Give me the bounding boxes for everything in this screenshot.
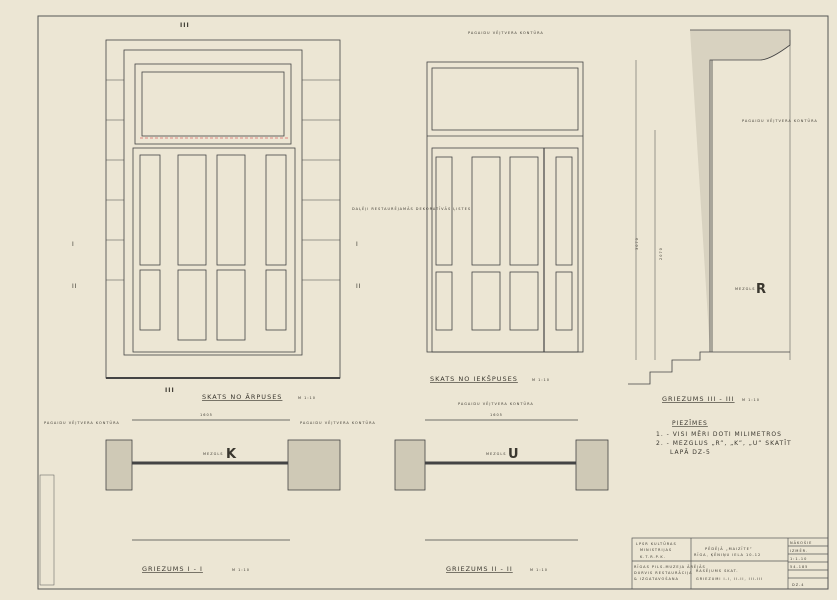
section-marker-i-left: I <box>72 241 75 248</box>
exterior-title: SKATS NO ĀRPUSES <box>202 392 282 401</box>
dim-door-height: 2070 <box>659 247 663 260</box>
tb-right-4: DZ-4 <box>792 583 805 587</box>
section-3-title: GRIEZUMS III - III <box>662 395 735 403</box>
section-3-drawing <box>628 29 791 385</box>
section-marker-ii-left: II <box>72 283 78 290</box>
tb-drawing2: GRIEZUMI I-I, II-II, III-III <box>696 577 763 581</box>
dim-total-height: 3070 <box>635 237 639 250</box>
tb-org1: LPSR KULTŪRAS <box>636 541 677 546</box>
interior-scale: M 1:10 <box>532 378 550 382</box>
section-1-dim: 1605 <box>200 413 213 417</box>
title-block <box>631 537 829 590</box>
tb-right-2: 1:1-10 <box>790 557 807 561</box>
tb-obj3: & IZGATAVOŠANA <box>634 576 679 581</box>
section-2-title: GRIEZUMS II - II <box>446 565 513 573</box>
section-1-title: GRIEZUMS I - I <box>142 565 203 573</box>
section-2-dim: 1605 <box>490 413 503 417</box>
notes-title: PIEZĪMES <box>672 420 708 427</box>
sheet-border <box>37 15 829 590</box>
section-1-note-right: PAGAIDU VĒJTVERA KONTŪRA <box>300 420 376 425</box>
section-marker-i-right: I <box>356 241 359 248</box>
interior-note: PAGAIDU VĒJTVERA KONTŪRA <box>468 30 544 35</box>
exterior-marker: III <box>180 22 190 29</box>
section-marker-ii-right: II <box>356 283 362 290</box>
middle-note: DAĻĒJI RESTAURĒJAMĀS DEKORATĪVĀS ĻISTES <box>352 206 471 211</box>
tb-drawing1: RASĒJUMS SKAT. <box>696 568 738 573</box>
exterior-door-panels <box>139 154 287 341</box>
interior-view <box>426 61 584 353</box>
tb-right-3: 54-185 <box>790 565 808 569</box>
node-r-letter: R <box>756 282 767 297</box>
tb-obj2: DURVIS RESTAURĀCIJA <box>634 570 693 575</box>
section-1-note-left: PAGAIDU VĒJTVERA KONTŪRA <box>44 420 120 425</box>
node-k-label: MEZGLS <box>203 452 224 456</box>
tb-org2: MINISTRIJAS <box>640 548 672 552</box>
note-2: 2. - MEZGLUS „R”, „K”, „U” SKATĪT <box>656 440 792 447</box>
section-3-note: PAGAIDU VĒJTVERA KONTŪRA <box>742 118 818 123</box>
exterior-view <box>105 39 341 379</box>
tb-project1: PĒDĒJĀ „MAIZĪTE” <box>705 546 753 551</box>
section-3-scale: M 1:10 <box>742 398 760 402</box>
node-u-label: MEZGLS <box>486 452 507 456</box>
section-1-scale: M 1:10 <box>232 568 250 572</box>
node-r-label: MEZGLS <box>735 287 756 291</box>
side-stamp <box>39 474 55 586</box>
note-2-cont: LAPĀ DZ-5 <box>670 449 711 456</box>
tb-right-1: IZMĒR. <box>790 548 808 553</box>
exterior-marker-bottom: III <box>165 387 175 394</box>
tb-org3: K.T.R.P.K. <box>640 555 666 559</box>
section-1-drawing <box>105 419 341 541</box>
exterior-scale: M 1:10 <box>298 396 316 400</box>
node-k-letter: K <box>226 447 237 462</box>
interior-title: SKATS NO IEKŠPUSES <box>430 374 518 383</box>
section-2-note: PAGAIDU VĒJTVERA KONTŪRA <box>458 401 534 406</box>
section-2-scale: M 1:10 <box>530 568 548 572</box>
tb-project2: RĪGA, ĶĒNIŅU IELA 10-12 <box>694 552 761 557</box>
note-1: 1. - VISI MĒRI DOTI MILIMETROS <box>656 431 782 438</box>
section-2-drawing <box>394 419 609 541</box>
tb-obj1: RĪGAS PILS-MUZEJA ĀRĒJĀS <box>634 564 706 569</box>
tb-right-0: NĀKOŠIE <box>790 540 812 545</box>
node-u-letter: U <box>508 447 520 462</box>
